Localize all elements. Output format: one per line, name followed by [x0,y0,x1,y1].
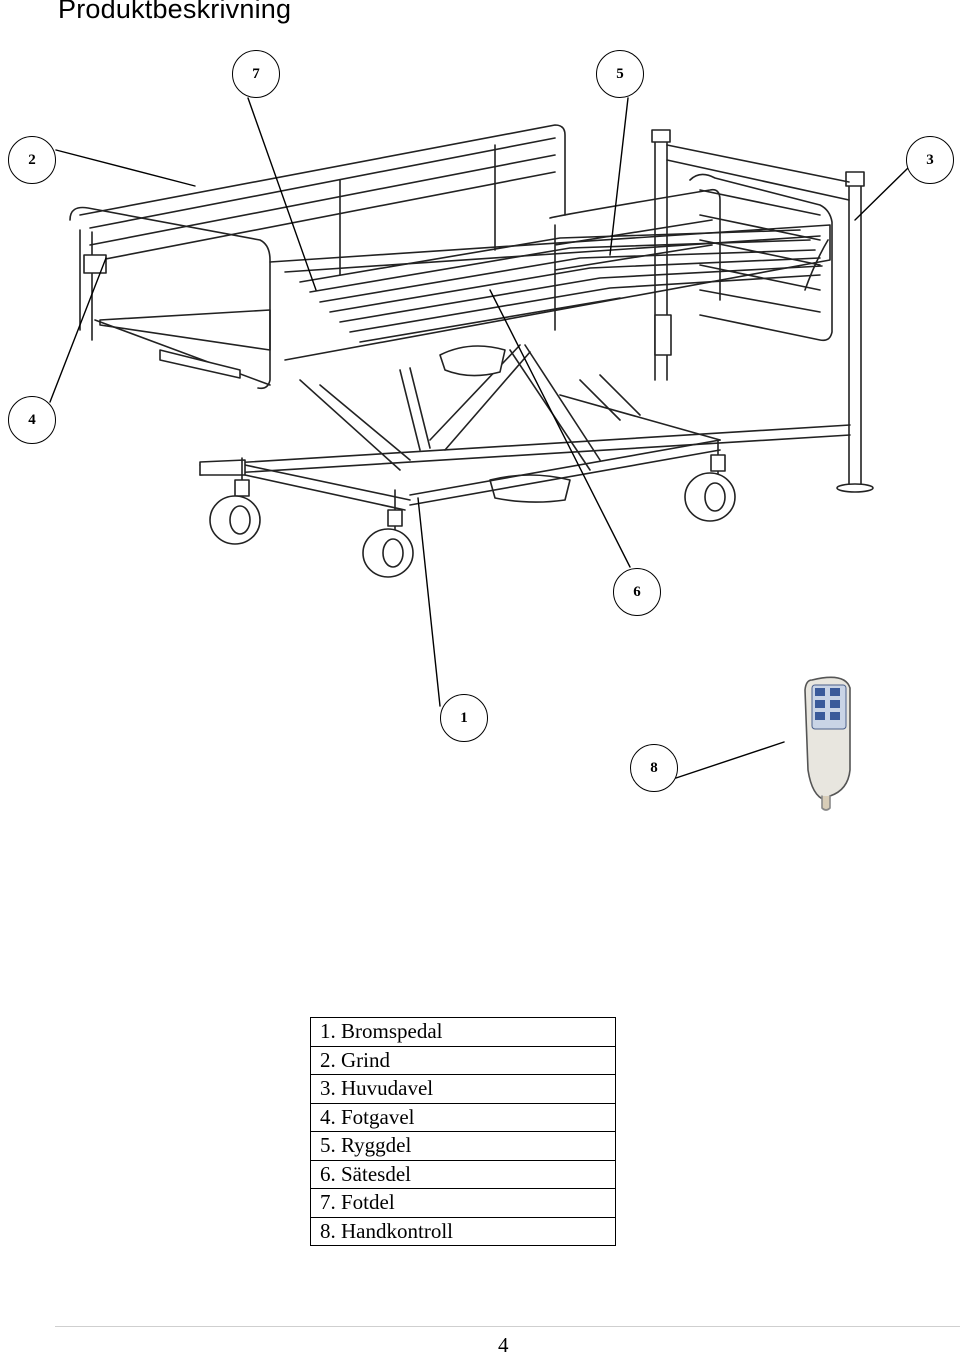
callout-4: 4 [8,396,56,444]
callout-1: 1 [440,694,488,742]
legend-table: 1. Bromspedal 2. Grind 3. Huvudavel 4. F… [310,1017,616,1246]
callout-5: 5 [596,50,644,98]
legend-item: 4. Fotgavel [310,1102,616,1132]
table-row: 7. Fotdel [310,1188,616,1218]
footer-divider [55,1326,960,1327]
legend-item: 1. Bromspedal [310,1017,616,1047]
callout-8: 8 [630,744,678,792]
callout-2: 2 [8,136,56,184]
table-row: 3. Huvudavel [310,1074,616,1104]
page-number: 4 [498,1333,509,1357]
table-row: 6. Sätesdel [310,1159,616,1189]
legend-item: 5. Ryggdel [310,1131,616,1161]
bed-illustration [49,97,909,811]
table-row: 4. Fotgavel [310,1102,616,1132]
table-row: 1. Bromspedal [310,1017,616,1047]
legend-item: 7. Fotdel [310,1188,616,1218]
page-title: Produktbeskrivning [58,0,292,24]
legend-item: 8. Handkontroll [310,1216,616,1246]
table-row: 5. Ryggdel [310,1131,616,1161]
hand-control [804,676,851,811]
callout-6: 6 [613,568,661,616]
callout-7: 7 [232,50,280,98]
table-row: 8. Handkontroll [310,1216,616,1246]
legend-item: 6. Sätesdel [310,1159,616,1189]
callout-3: 3 [906,136,954,184]
legend-item: 3. Huvudavel [310,1074,616,1104]
table-row: 2. Grind [310,1045,616,1075]
legend-item: 2. Grind [310,1045,616,1075]
